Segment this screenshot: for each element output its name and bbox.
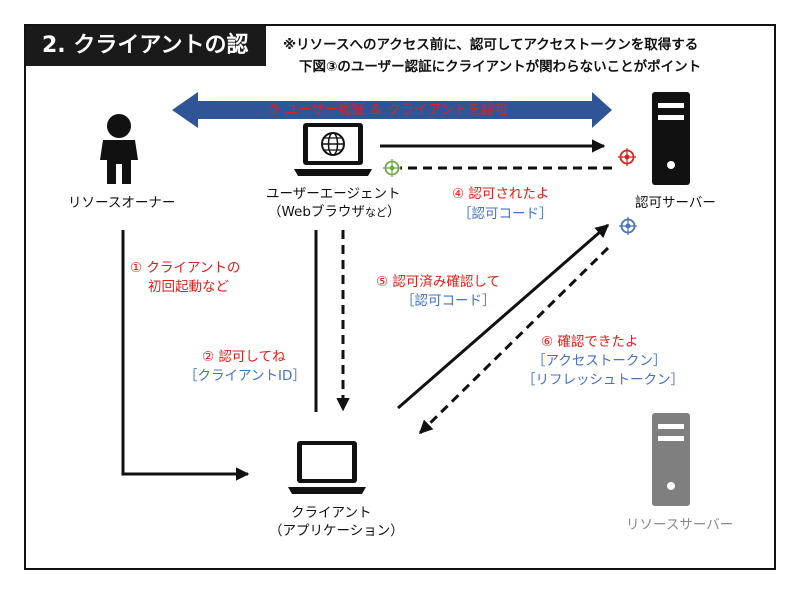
server-icon [652, 92, 690, 185]
step-1-sublabel: 初回起動など [148, 279, 229, 295]
arrow-owner-to-client [121, 230, 250, 481]
resource-owner-label: リソースオーナー [68, 195, 176, 211]
note-line-2: 下図③のユーザー認証にクライアントが関わらないことがポイント [299, 59, 702, 75]
laptop-icon [288, 441, 366, 494]
globe-icon [321, 132, 345, 156]
diagram-frame [24, 24, 776, 570]
person-icon [100, 114, 138, 184]
step-6-param-refresh: ［リフレッシュトークン］ [522, 372, 684, 388]
step-6-label: ⑥ 確認できたよ [541, 334, 639, 350]
step-2-label: ② 認可してね [202, 349, 286, 365]
step-4-label: ④ 認可されたよ [452, 186, 550, 202]
step-2-param: ［クライアントID］ [184, 368, 306, 384]
auth-server-label: 認可サーバー [635, 195, 716, 211]
step-6-param-access: ［アクセストークン］ [532, 353, 667, 369]
arrow-client-to-auth [397, 223, 610, 410]
target-icon [383, 159, 401, 177]
step-1-label: ① クライアントの [130, 260, 241, 276]
target-icon [618, 148, 636, 166]
user-agent-sublabel: （Webブラウザなど） [268, 204, 401, 220]
user-agent-label: ユーザーエージェント [266, 186, 401, 202]
note-line-1: ※リソースへのアクセス前に、認可してアクセストークンを取得する [283, 37, 699, 53]
step-5-param: ［認可コード］ [401, 293, 496, 309]
step-5-label: ⑤ 認可済み確認して [376, 274, 500, 290]
client-sublabel: （アプリケーション） [269, 523, 404, 539]
step-4-param: ［認可コード］ [458, 206, 553, 222]
user-auth-double-arrow [172, 92, 612, 128]
resource-server-label: リソースサーバー [626, 517, 734, 533]
server-icon [652, 413, 690, 506]
client-label: クライアント [291, 505, 372, 521]
target-icon [619, 217, 637, 235]
step-3-label: ③ ユーザー認証 ＆ クライアントを認可 [268, 102, 509, 118]
page-title: 2. クライアントの認可 [26, 26, 266, 98]
